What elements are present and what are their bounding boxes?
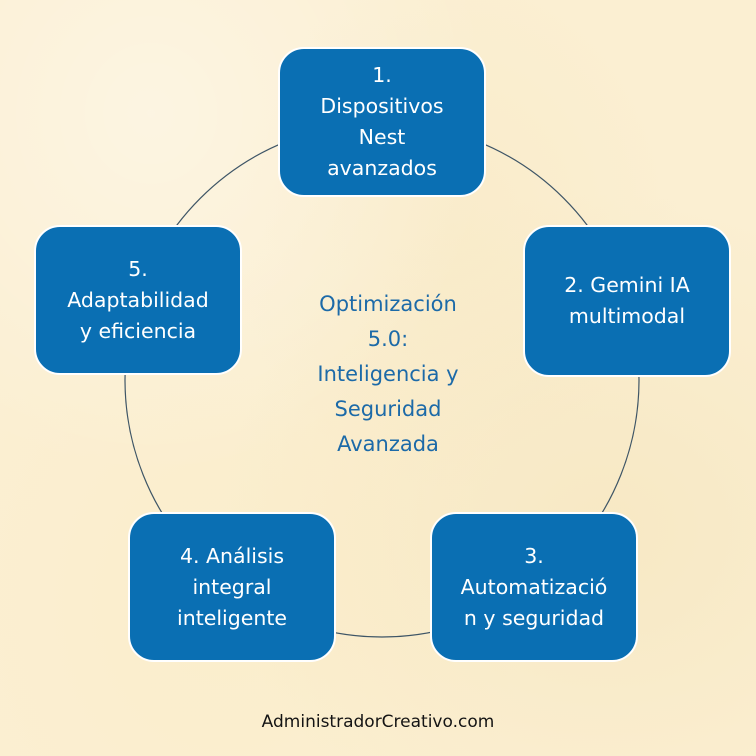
center-title: Optimización 5.0: Inteligencia y Segurid… xyxy=(317,292,459,456)
cycle-node-5-adaptabilidad: 5. Adaptabilidad y eficiencia xyxy=(34,225,242,375)
cycle-node-4-analisis: 4. Análisis integral inteligente xyxy=(128,512,336,662)
cycle-node-3-automatizacion: 3. Automatizació n y seguridad xyxy=(430,512,638,662)
cycle-node-1-dispositivos-nest: 1. Dispositivos Nest avanzados xyxy=(278,47,486,197)
cycle-node-2-gemini-ia: 2. Gemini IA multimodal xyxy=(523,225,731,377)
footer-credit: AdministradorCreativo.com xyxy=(261,712,495,732)
